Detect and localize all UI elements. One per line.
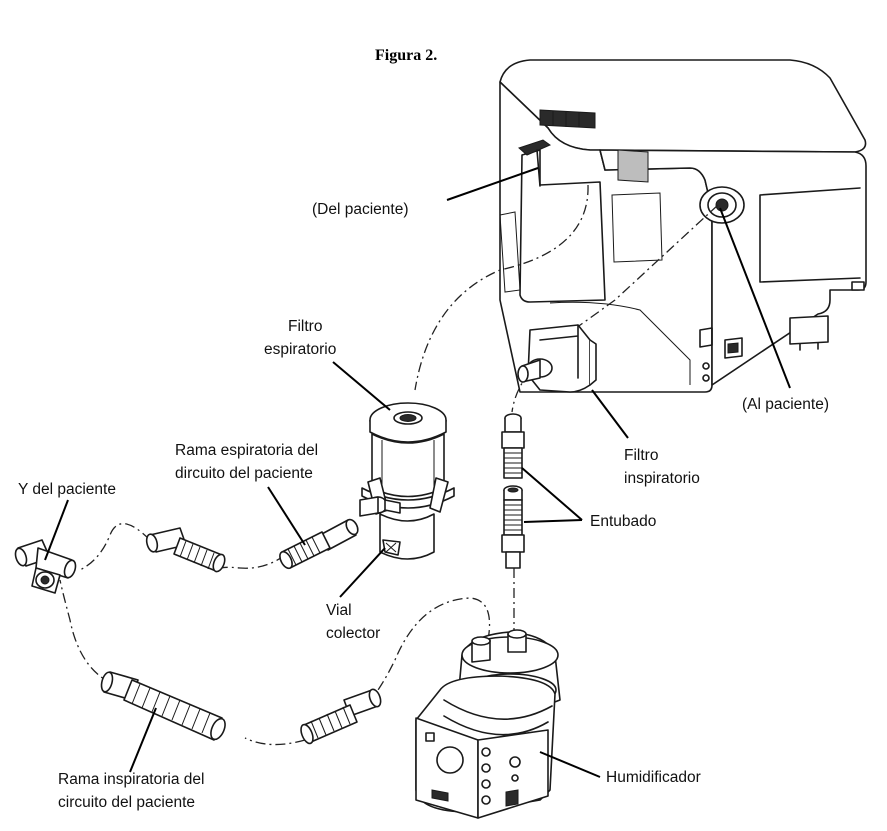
label-rama-espiratoria-line2: dircuito del paciente	[175, 465, 313, 482]
label-del-paciente: (Del paciente)	[312, 201, 409, 218]
label-filtro-inspiratorio-line2: inspiratorio	[624, 470, 700, 487]
ventilator-unit	[499, 59, 867, 393]
leader-entubado	[521, 467, 583, 523]
patient-y-piece	[14, 539, 77, 594]
tubing-vertical	[501, 413, 525, 569]
label-rama-inspiratoria-line2: circuito del paciente	[58, 794, 195, 811]
label-filtro-espiratorio-line2: espiratorio	[264, 341, 336, 358]
label-humidificador: Humidificador	[606, 769, 701, 786]
leader-y-paciente	[44, 499, 69, 561]
label-y-del-paciente: Y del paciente	[18, 481, 116, 498]
leader-rama-espiratoria	[267, 486, 306, 546]
expiratory-limb	[145, 518, 359, 573]
dash-del-paciente	[414, 184, 589, 391]
leader-del-paciente	[446, 167, 539, 201]
label-filtro-inspiratorio-line1: Filtro	[624, 447, 658, 464]
figure-title: Figura 2.	[375, 47, 437, 64]
label-entubado: Entubado	[590, 513, 656, 530]
inspiratory-limb	[100, 671, 382, 745]
leader-filtro-espiratorio	[332, 361, 391, 411]
leader-vial-colector	[339, 547, 386, 598]
leader-humidificador	[539, 751, 601, 778]
label-vial-colector-line1: Vial	[326, 602, 352, 619]
leader-rama-inspiratoria	[129, 707, 157, 773]
label-vial-colector-line2: colector	[326, 625, 380, 642]
leader-al-paciente	[719, 207, 791, 389]
leader-filtro-inspiratorio	[591, 389, 629, 439]
label-rama-inspiratoria-line1: Rama inspiratoria del	[58, 771, 204, 788]
collector-vial	[379, 513, 435, 560]
labels: (Del paciente) (Al paciente) Filtro espi…	[18, 201, 829, 811]
leader-lines	[44, 167, 791, 778]
humidifier	[415, 629, 561, 819]
label-al-paciente: (Al paciente)	[742, 396, 829, 413]
inspiratory-filter	[517, 324, 597, 393]
label-filtro-espiratorio-line1: Filtro	[288, 318, 322, 335]
label-rama-espiratoria-line1: Rama espiratoria del	[175, 442, 318, 459]
expiratory-filter	[359, 402, 455, 517]
